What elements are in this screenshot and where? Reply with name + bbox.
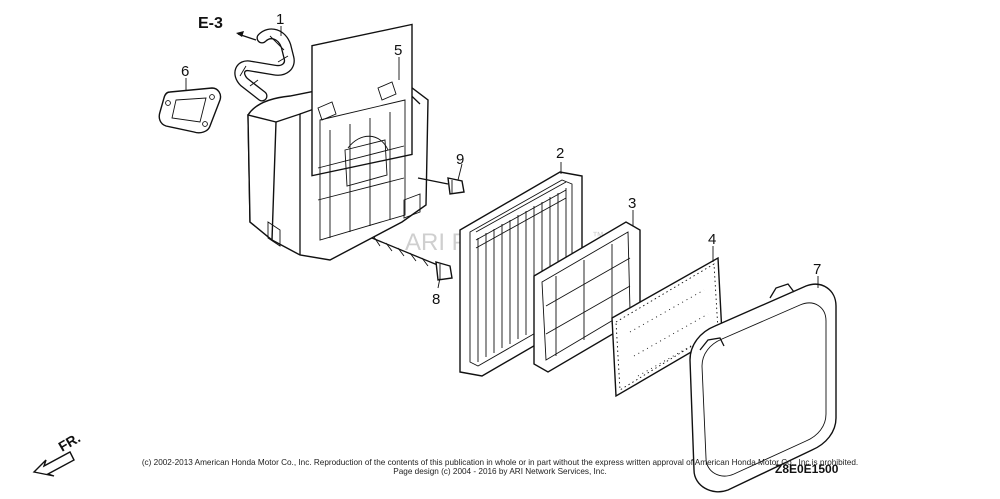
part-7-air-cleaner-cover[interactable] xyxy=(689,283,837,493)
callout-4[interactable]: 4 xyxy=(708,231,716,248)
callout-8[interactable]: 8 xyxy=(432,291,440,308)
part-1-breather-tube[interactable] xyxy=(234,28,295,102)
callout-7[interactable]: 7 xyxy=(813,261,821,278)
callout-6[interactable]: 6 xyxy=(181,63,189,80)
leader-lines xyxy=(185,26,819,289)
reference-label: E-3 xyxy=(198,15,223,32)
front-arrow-icon xyxy=(32,451,75,477)
part-6-gasket[interactable] xyxy=(158,87,222,134)
diagram-code: Z8E0E1500 xyxy=(775,462,839,476)
callout-2[interactable]: 2 xyxy=(556,145,564,162)
copyright-line-2: Page design (c) 2004 - 2016 by ARI Netwo… xyxy=(393,467,607,476)
reference-arrowhead-icon xyxy=(236,31,244,37)
callout-5[interactable]: 5 xyxy=(394,42,402,59)
part-9-bolt[interactable] xyxy=(417,177,465,195)
callout-3[interactable]: 3 xyxy=(628,195,636,212)
callout-9[interactable]: 9 xyxy=(456,151,464,168)
callout-1[interactable]: 1 xyxy=(276,11,284,28)
front-label: FR. xyxy=(56,429,84,454)
part-5-air-cleaner-base[interactable] xyxy=(247,23,429,261)
copyright-line-1: (c) 2002-2013 American Honda Motor Co., … xyxy=(141,458,859,467)
reference-arrow[interactable]: E-3 xyxy=(198,15,257,41)
part-8-long-bolt[interactable] xyxy=(371,236,453,281)
